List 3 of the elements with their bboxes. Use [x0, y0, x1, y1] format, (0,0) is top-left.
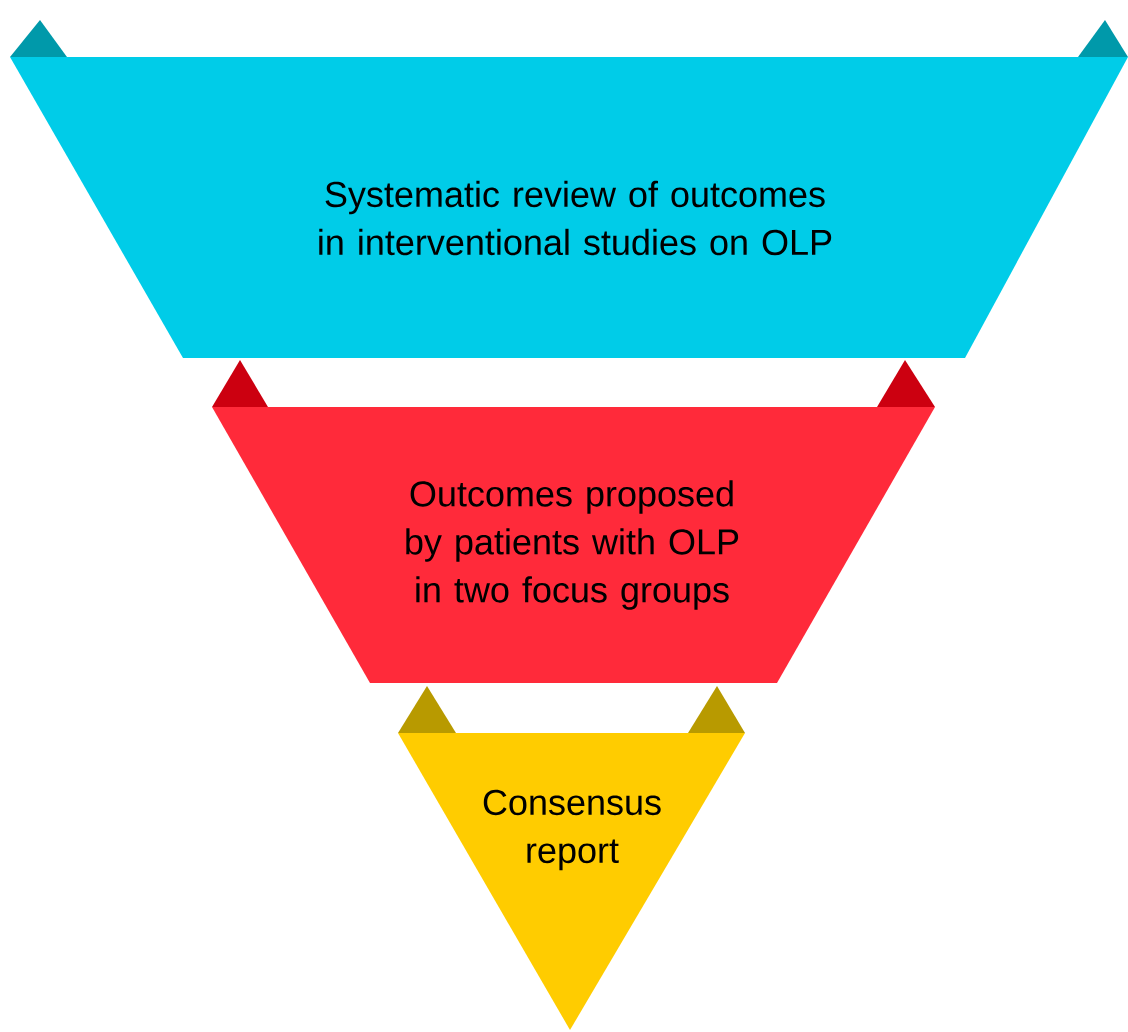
funnel-trapezoid: Outcomes proposed by patients with OLP in two focus groups	[212, 407, 935, 683]
funnel-trapezoid: Systematic review of outcomes in interventional studies on OLP	[10, 57, 1128, 358]
funnel-triangle: Consensus report	[398, 733, 745, 1030]
